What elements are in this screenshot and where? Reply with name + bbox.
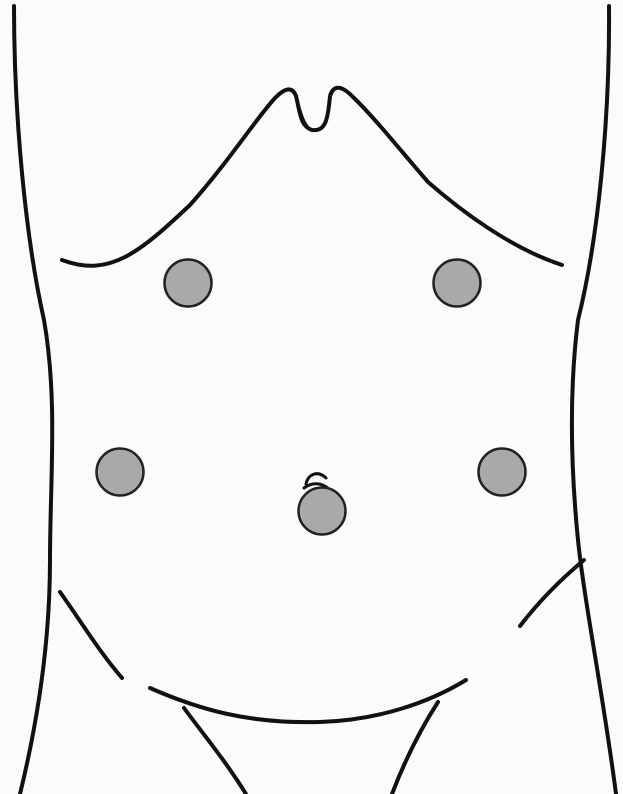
left-upper-port — [165, 260, 212, 307]
left-lower-port — [97, 449, 144, 496]
right-upper-port — [434, 260, 481, 307]
right-lower-port — [479, 449, 526, 496]
umbilical-port — [299, 488, 346, 535]
